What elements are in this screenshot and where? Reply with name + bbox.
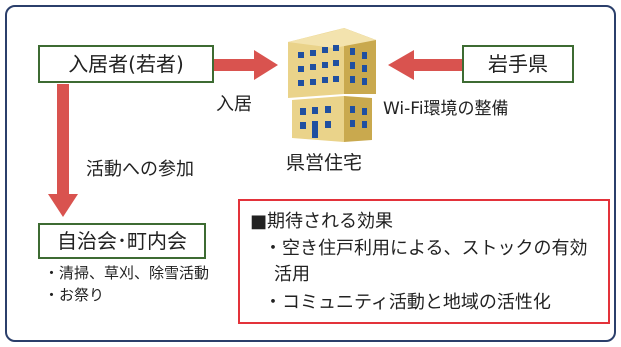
effect-item: ・空き住戸利用による、ストックの有効 xyxy=(264,238,588,259)
wifi-label: Wi-Fi環境の整備 xyxy=(383,99,509,119)
effect-item-continued: 活用 xyxy=(274,264,310,285)
prefecture-box: 岩手県 xyxy=(462,45,574,83)
prefecture-box-label: 岩手県 xyxy=(488,52,548,76)
move-in-label: 入居 xyxy=(216,94,252,115)
arrow-residents-to-association xyxy=(48,84,78,217)
association-box-label: 自治会･町内会 xyxy=(57,229,187,253)
building-icon xyxy=(288,28,376,142)
participation-label: 活動への参加 xyxy=(86,159,194,180)
association-box: 自治会･町内会 xyxy=(38,223,206,259)
arrow-residents-to-housing xyxy=(208,50,278,80)
effect-item: ・コミュニティ活動と地域の活性化 xyxy=(264,292,551,313)
building-label: 県営住宅 xyxy=(286,152,363,174)
residents-box: 入居者(若者) xyxy=(38,45,214,83)
residents-box-label: 入居者(若者) xyxy=(68,52,184,76)
arrow-prefecture-to-housing xyxy=(388,50,462,80)
activity-item: ・お祭り xyxy=(44,286,105,304)
expected-effects-box: ■期待される効果 ・空き住戸利用による、ストックの有効 活用 ・コミュニティ活動… xyxy=(238,199,610,324)
activity-item: ・清掃、草刈、除雪活動 xyxy=(44,264,210,282)
effects-title: ■期待される効果 xyxy=(250,211,394,232)
